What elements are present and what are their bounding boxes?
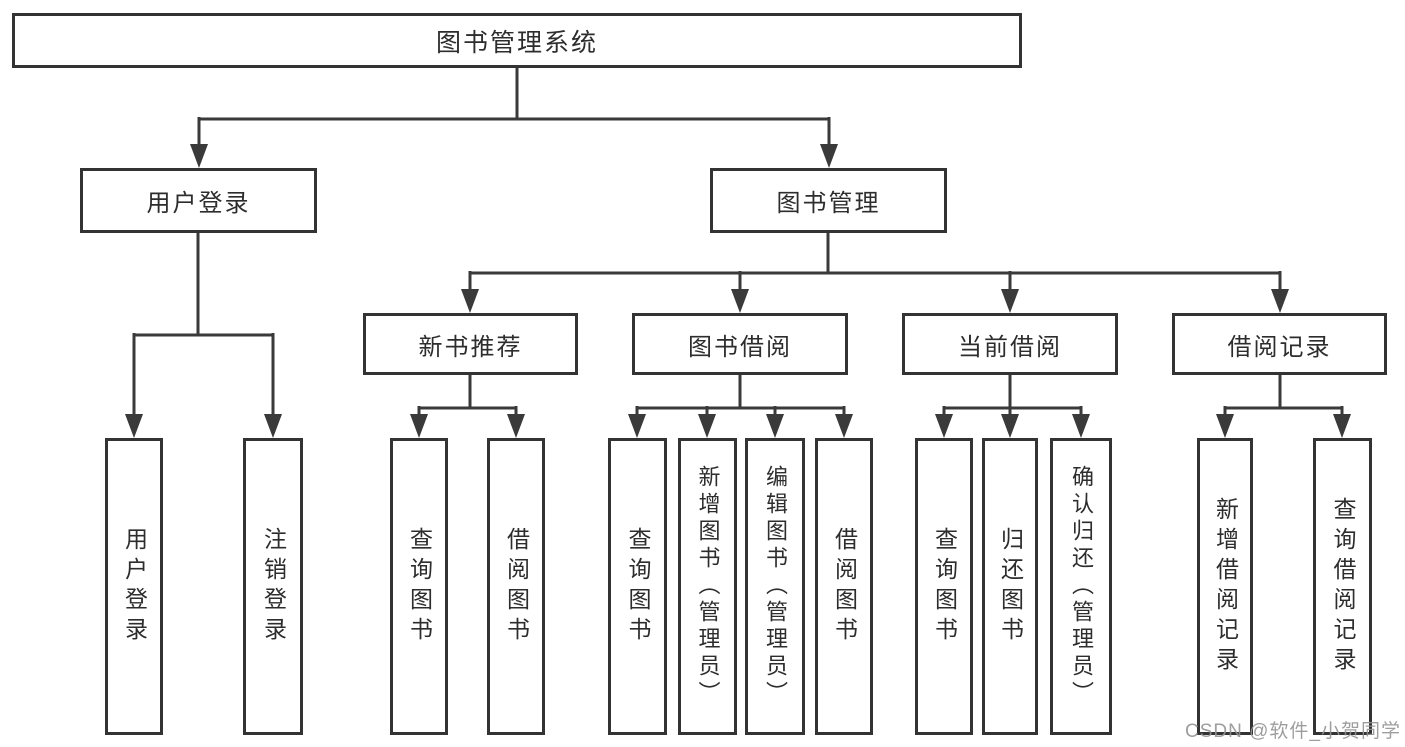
leaf-rec-query-books: 查询图书 <box>390 438 448 735</box>
leaf-user-login: 用户登录 <box>105 438 163 735</box>
leaf-current-query-books: 查询图书 <box>915 438 973 735</box>
node-borrowing-records: 借阅记录 <box>1172 313 1387 375</box>
arrowheads <box>125 144 1351 438</box>
leaf-rec-borrow-books: 借阅图书 <box>487 438 545 735</box>
leaf-current-confirm-return-admin: 确认归还（管理员） <box>1050 438 1112 735</box>
node-book-borrowing: 图书借阅 <box>632 313 848 375</box>
leaf-borrow-borrow-books: 借阅图书 <box>815 438 873 735</box>
leaf-logout: 注销登录 <box>243 438 303 735</box>
csdn-watermark: CSDN @软件_小贺同学 <box>1185 721 1401 742</box>
leaf-borrow-edit-books-admin: 编辑图书（管理员） <box>745 438 805 735</box>
node-current-borrowing: 当前借阅 <box>902 313 1118 375</box>
leaf-borrow-add-books-admin: 新增图书（管理员） <box>678 438 737 735</box>
leaf-current-return-books: 归还图书 <box>982 438 1038 735</box>
node-library-system: 图书管理系统 <box>12 13 1022 68</box>
node-user-login: 用户登录 <box>80 168 317 233</box>
node-new-book-recommend: 新书推荐 <box>363 313 578 375</box>
node-book-management: 图书管理 <box>710 168 947 233</box>
leaf-borrow-query-books: 查询图书 <box>608 438 667 735</box>
leaf-records-query-record: 查询借阅记录 <box>1313 438 1372 735</box>
leaf-records-add-record: 新增借阅记录 <box>1197 438 1253 735</box>
